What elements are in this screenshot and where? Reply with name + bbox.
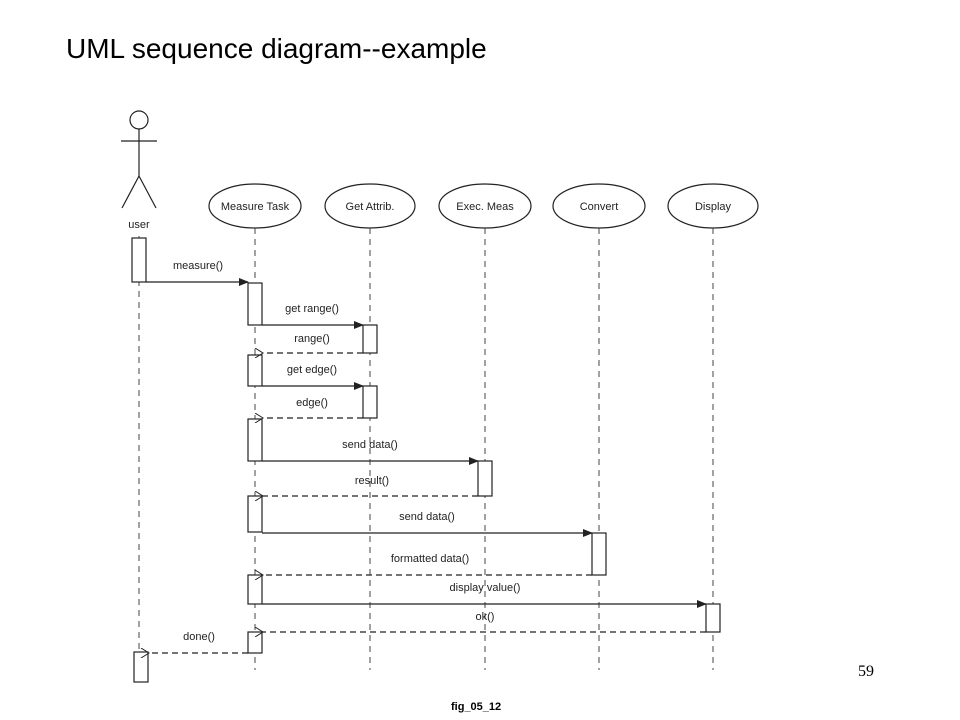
actor-label: user <box>128 219 150 231</box>
message-label-send-data-2: send data() <box>399 511 455 523</box>
activation-convert-1 <box>591 532 607 576</box>
activation-get-attrib-1 <box>362 324 378 354</box>
actor-leg-right <box>138 175 157 209</box>
lifeline-head-measure-task: Measure Task <box>208 183 302 229</box>
actor-head <box>129 110 149 130</box>
message-label-display-value: display value() <box>450 582 521 594</box>
message-label-send-data-1: send data() <box>342 439 398 451</box>
activation-measure-task-4 <box>247 495 263 533</box>
message-label-formatted-data: formatted data() <box>391 553 469 565</box>
activation-measure-task-3 <box>247 418 263 462</box>
activation-measure-task-6 <box>247 631 263 654</box>
lifeline-label-exec-meas: Exec. Meas <box>456 201 514 213</box>
message-label-get-range: get range() <box>285 303 339 315</box>
actor-leg-left <box>121 175 140 209</box>
lifeline-head-exec-meas: Exec. Meas <box>438 183 532 229</box>
lifeline-label-measure-task: Measure Task <box>221 201 290 213</box>
activation-exec-meas-1 <box>477 460 493 497</box>
lifeline-label-get-attrib: Get Attrib. <box>346 201 395 213</box>
lifeline-label-display: Display <box>695 201 732 213</box>
message-label-edge: edge() <box>296 397 328 409</box>
actor-user <box>121 110 157 209</box>
figure-caption: fig_05_12 <box>451 701 502 713</box>
page-number: 59 <box>858 663 874 680</box>
activation-user-2 <box>133 651 149 683</box>
message-label-result: result() <box>355 475 389 487</box>
message-label-range: range() <box>294 333 329 345</box>
activation-user-1 <box>131 237 147 283</box>
activation-measure-task-2 <box>247 354 263 387</box>
activation-measure-task-5 <box>247 574 263 605</box>
message-label-ok: ok() <box>476 611 495 623</box>
lifeline-head-display: Display <box>667 183 759 229</box>
lifeline-head-convert: Convert <box>552 183 646 229</box>
message-label-done: done() <box>183 631 215 643</box>
lifeline-label-convert: Convert <box>580 201 619 213</box>
activation-get-attrib-2 <box>362 385 378 419</box>
message-label-measure: measure() <box>173 260 223 272</box>
slide-title: UML sequence diagram--example <box>66 33 487 64</box>
activation-measure-task-1 <box>247 282 263 326</box>
message-label-get-edge: get edge() <box>287 364 337 376</box>
lifeline-head-get-attrib: Get Attrib. <box>324 183 416 229</box>
activation-display-1 <box>705 603 721 633</box>
